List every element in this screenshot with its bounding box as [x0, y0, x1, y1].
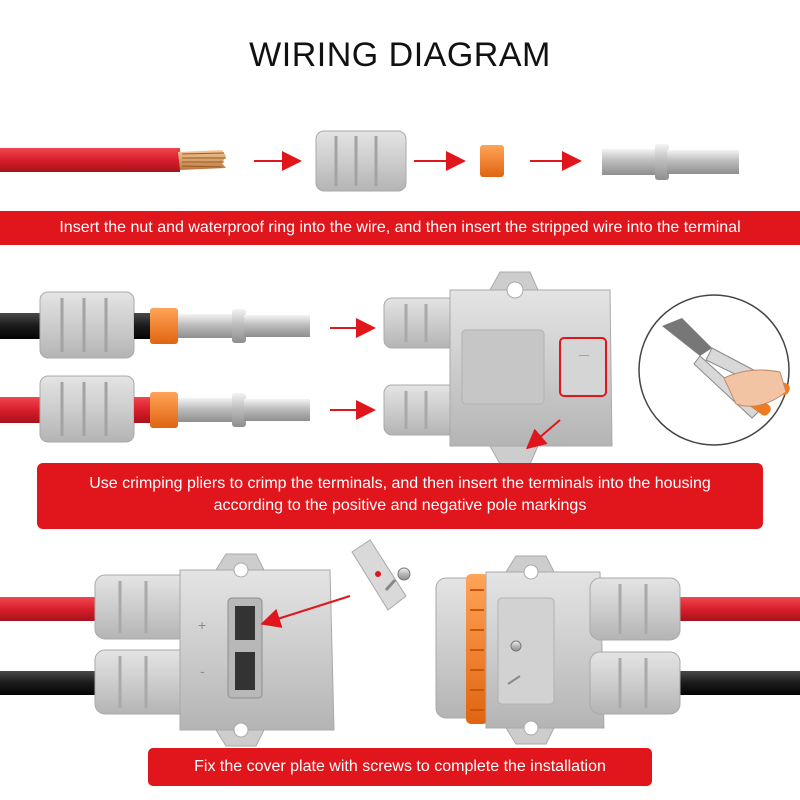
- step1-red-wire: [0, 148, 226, 172]
- minus-mark-icon: [507, 675, 521, 685]
- step3-right-connector: [435, 555, 800, 745]
- step1-terminal: [602, 144, 739, 180]
- arrow-right-icon: [525, 419, 561, 450]
- page-title: WIRING DIAGRAM: [249, 36, 551, 74]
- step1-nut: [315, 130, 407, 192]
- step1-caption-banner: Insert the nut and waterproof ring into …: [0, 211, 800, 245]
- step3-cover-plate: [351, 539, 407, 611]
- step3-left-connector: + -: [0, 553, 351, 747]
- step2-housing: —: [383, 271, 613, 465]
- step2-black-wire: [0, 291, 310, 359]
- screw-icon: [384, 567, 411, 592]
- step2-caption-line1: Use crimping pliers to crimp the termina…: [89, 475, 711, 492]
- arrow-right-icon: [260, 595, 351, 628]
- step3-caption-banner: Fix the cover plate with screws to compl…: [148, 748, 652, 786]
- step1-waterproof-ring: [480, 145, 504, 177]
- step2-caption-banner: Use crimping pliers to crimp the termina…: [37, 463, 763, 529]
- plus-mark-icon: +: [198, 617, 206, 633]
- step2-caption-line2: according to the positive and negative p…: [213, 497, 587, 514]
- minus-mark-icon: -: [200, 663, 205, 679]
- step2-red-wire: [0, 375, 310, 443]
- minus-mark-icon: —: [579, 350, 589, 361]
- crimping-plier-icon: [638, 294, 790, 446]
